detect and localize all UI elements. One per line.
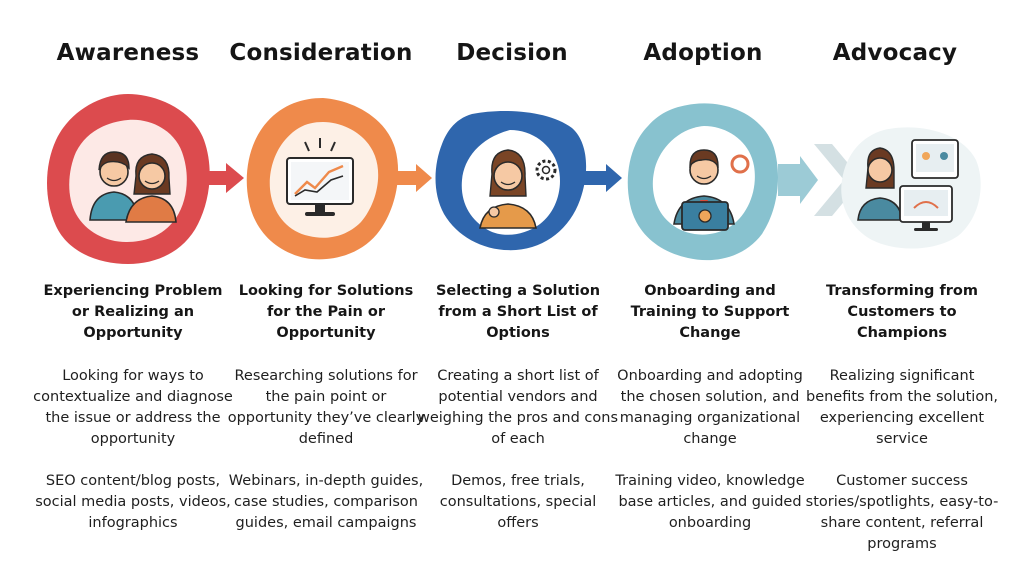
stage-subtitle-decision: Selecting a Solution from a Short List o… [435,283,601,341]
arrow-right-icon [394,164,432,192]
arrow-right-icon [200,163,244,193]
stage-tactics-awareness: SEO content/blog posts, social media pos… [35,473,231,531]
stage-description-decision: Creating a short list of potential vendo… [418,368,618,447]
advocacy-badge [841,127,981,249]
stage-title-awareness: Awareness [56,40,200,66]
stage-tactics-adoption: Training video, knowledge base articles,… [615,473,805,531]
stage-title-advocacy: Advocacy [832,40,958,66]
stage-title-decision: Decision [456,40,568,66]
stage-subtitle-advocacy: Transforming from Customers to Champions [826,283,978,341]
stage-description-advocacy: Realizing significant benefits from the … [805,368,998,447]
stage-title-consideration: Consideration [229,40,413,66]
awareness-badge [47,94,210,264]
stage-title-adoption: Adoption [643,40,763,66]
stage-tactics-advocacy: Customer success stories/spotlights, eas… [805,473,999,552]
stage-subtitle-consideration: Looking for Solutions for the Pain or Op… [238,283,414,341]
person-laptop-icon [673,149,750,231]
monitor-chart-icon [286,138,354,216]
stage-tactics-decision: Demos, free trials, consultations, speci… [439,473,597,531]
two-people-icon [89,151,177,223]
stage-subtitle-awareness: Experiencing Problem or Realizing an Opp… [43,283,223,341]
stage-description-adoption: Onboarding and adopting the chosen solut… [617,368,803,447]
stage-description-awareness: Looking for ways to contextualize and di… [33,368,233,447]
decision-badge [435,110,587,251]
stage-subtitle-adoption: Onboarding and Training to Support Chang… [630,283,790,341]
stage-tactics-consideration: Webinars, in-depth guides, case studies,… [228,473,424,531]
person-video-call-icon [857,139,959,231]
consideration-badge [246,98,399,260]
adoption-badge [627,103,778,261]
arrow-right-icon [580,164,622,192]
stage-description-consideration: Researching solutions for the pain point… [227,368,425,447]
person-thinking-gear-icon [479,149,557,229]
